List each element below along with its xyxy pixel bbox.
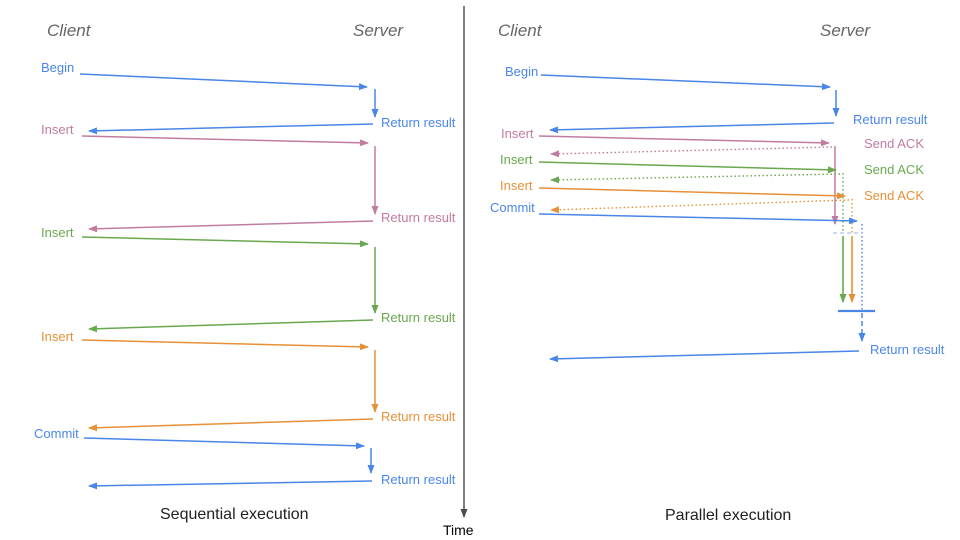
- par-commit-label: Commit: [490, 200, 535, 215]
- seq-insert3-label: Insert: [41, 329, 74, 344]
- seq-insert3-request-arrow: [81, 339, 369, 351]
- par-server-header: Server: [820, 21, 871, 40]
- par-insert1-label: Insert: [501, 126, 534, 141]
- seq-begin-return-arrow: [88, 123, 374, 135]
- seq-commit-request-arrow: [83, 437, 365, 450]
- par-insert2-request-arrow: [538, 161, 837, 174]
- par-commit-return-arrow: [549, 350, 860, 363]
- par-insert2-label: Insert: [500, 152, 533, 167]
- seq-client-header: Client: [47, 21, 91, 40]
- seq-return-result-1: Return result: [381, 115, 456, 130]
- seq-commit-label: Commit: [34, 426, 79, 441]
- time-axis-label: Time: [443, 522, 474, 538]
- seq-insert2-return-arrow: [88, 319, 374, 333]
- seq-insert1-label: Insert: [41, 122, 74, 137]
- parallel-caption: Parallel execution: [665, 507, 792, 524]
- par-send-ack-2: Send ACK: [864, 162, 924, 177]
- par-insert3-ack-arrow: [550, 199, 850, 214]
- seq-insert2-label: Insert: [41, 225, 74, 240]
- seq-begin-request-arrow: [79, 73, 368, 91]
- par-client-header: Client: [498, 21, 542, 40]
- par-return-result-1: Return result: [853, 112, 928, 127]
- seq-insert1-return-arrow: [88, 220, 374, 233]
- par-insert1-ack-arrow: [550, 146, 833, 158]
- seq-begin-label: Begin: [41, 60, 75, 75]
- par-insert1-request-arrow: [538, 135, 830, 147]
- seq-return-result-5: Return result: [381, 472, 456, 487]
- seq-insert1-request-arrow: [81, 135, 369, 147]
- seq-return-result-4: Return result: [381, 409, 456, 424]
- par-begin-request-arrow: [540, 74, 831, 91]
- seq-return-result-3: Return result: [381, 310, 456, 325]
- seq-insert2-request-arrow: [81, 236, 369, 248]
- par-return-result-2: Return result: [870, 342, 945, 357]
- sequential-caption: Sequential execution: [160, 506, 309, 523]
- par-begin-return-arrow: [549, 122, 835, 134]
- par-insert2-ack-arrow: [550, 173, 841, 184]
- seq-commit-return-arrow: [88, 480, 373, 490]
- par-send-ack-1: Send ACK: [864, 136, 924, 151]
- par-begin-label: Begin: [505, 64, 539, 79]
- par-commit-request-arrow: [538, 213, 858, 225]
- par-send-ack-3: Send ACK: [864, 188, 924, 203]
- par-insert3-request-arrow: [538, 187, 846, 200]
- seq-return-result-2: Return result: [381, 210, 456, 225]
- seq-server-header: Server: [353, 21, 404, 40]
- par-insert3-label: Insert: [500, 178, 533, 193]
- seq-insert3-return-arrow: [88, 418, 374, 432]
